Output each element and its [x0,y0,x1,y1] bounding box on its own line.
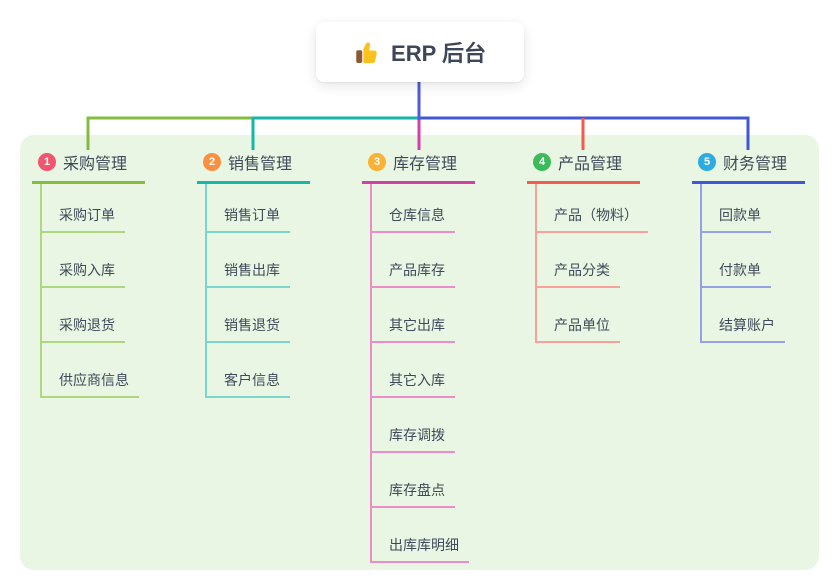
branch-title-label: 采购管理 [63,156,128,173]
number-4-badge-icon: 4 [533,153,551,171]
child-node[interactable]: 销售退货 [207,288,290,343]
root-node[interactable]: ERP 后台 [316,22,524,82]
number-1-badge-icon: 1 [38,153,56,171]
number-2-badge-icon: 2 [203,153,221,171]
child-node[interactable]: 产品分类 [537,233,620,288]
child-node[interactable]: 供应商信息 [42,343,139,398]
branch-product: 4 产品管理 产品（物料） 产品分类 产品单位 [527,148,677,343]
branch-title[interactable]: 1 采购管理 [32,148,145,184]
child-node[interactable]: 其它入库 [372,343,455,398]
number-5-badge-icon: 5 [698,153,716,171]
child-node[interactable]: 采购退货 [42,288,125,343]
child-node[interactable]: 产品（物料） [537,184,648,233]
branch-purchase: 1 采购管理 采购订单 采购入库 采购退货 供应商信息 [32,148,182,398]
child-node[interactable]: 采购入库 [42,233,125,288]
branch-title-label: 库存管理 [393,156,458,173]
branch-title[interactable]: 5 财务管理 [692,148,805,184]
branch-children: 产品（物料） 产品分类 产品单位 [535,184,648,343]
branches-background-panel [20,135,819,570]
branch-title-label: 销售管理 [228,156,293,173]
child-node[interactable]: 库存调拨 [372,398,455,453]
branch-title[interactable]: 4 产品管理 [527,148,640,184]
branch-sales: 2 销售管理 销售订单 销售出库 销售退货 客户信息 [197,148,347,398]
branch-children: 仓库信息 产品库存 其它出库 其它入库 库存调拨 库存盘点 出库库明细 [370,184,469,563]
child-node[interactable]: 产品单位 [537,288,620,343]
child-node[interactable]: 产品库存 [372,233,455,288]
child-node[interactable]: 回款单 [702,184,771,233]
number-3-badge-icon: 3 [368,153,386,171]
child-node[interactable]: 采购订单 [42,184,125,233]
thumbs-up-icon [354,39,381,66]
branch-children: 销售订单 销售出库 销售退货 客户信息 [205,184,290,398]
branch-title[interactable]: 3 库存管理 [362,148,475,184]
child-node[interactable]: 销售出库 [207,233,290,288]
branch-children: 采购订单 采购入库 采购退货 供应商信息 [40,184,139,398]
child-node[interactable]: 结算账户 [702,288,785,343]
child-node[interactable]: 库存盘点 [372,453,455,508]
branch-title-label: 财务管理 [723,156,788,173]
branch-children: 回款单 付款单 结算账户 [700,184,785,343]
child-node[interactable]: 付款单 [702,233,771,288]
child-node[interactable]: 仓库信息 [372,184,455,233]
child-node[interactable]: 其它出库 [372,288,455,343]
child-node[interactable]: 销售订单 [207,184,290,233]
child-node[interactable]: 出库库明细 [372,508,469,563]
branch-title[interactable]: 2 销售管理 [197,148,310,184]
child-node[interactable]: 客户信息 [207,343,290,398]
root-node-label: ERP 后台 [391,41,486,66]
branch-inventory: 3 库存管理 仓库信息 产品库存 其它出库 其它入库 库存调拨 库存盘点 出库库… [362,148,512,563]
branch-title-label: 产品管理 [558,156,623,173]
branch-finance: 5 财务管理 回款单 付款单 结算账户 [692,148,839,343]
